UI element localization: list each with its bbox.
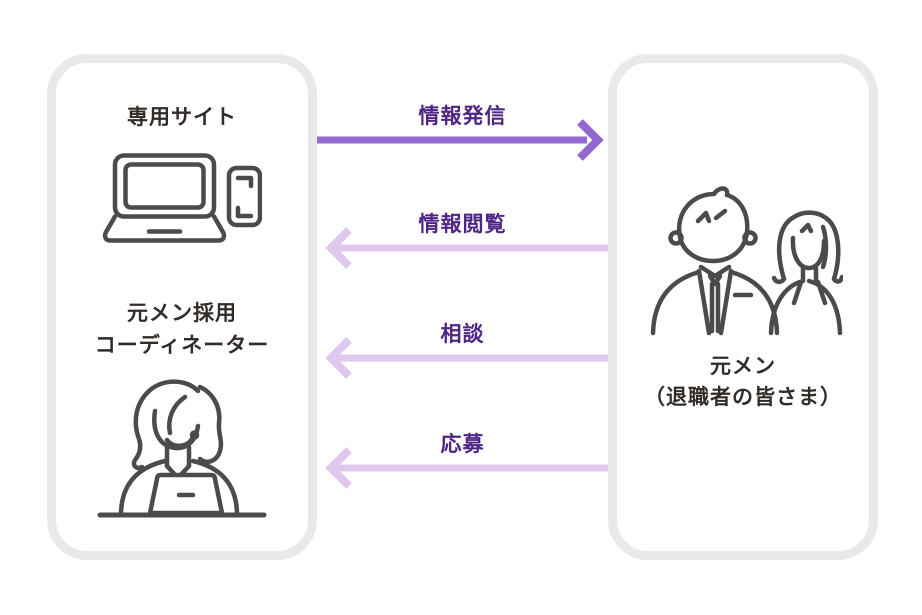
members-label-line1: 元メン: [710, 355, 776, 378]
apply-label: 応募: [440, 433, 485, 456]
laptop-phone-icon: [102, 153, 262, 243]
right-panel: 元メン （退職者の皆さま）: [608, 54, 878, 560]
consult-arrow-left-icon: [325, 337, 608, 379]
coordinator-label-line1: 元メン採用: [127, 302, 237, 325]
info-view-label: 情報閲覧: [418, 213, 507, 236]
info-send-arrow-right-icon: [317, 119, 604, 161]
coordinator-label-line2: コーディネーター: [94, 334, 270, 357]
left-panel: 専用サイト 元メン採用 コーディネーター: [47, 54, 317, 560]
man-woman-icon: [650, 186, 843, 336]
info-send-label: 情報発信: [418, 105, 507, 128]
site-label-text: 専用サイト: [127, 106, 237, 129]
coordinator-headset-icon: [97, 379, 267, 518]
site-label: 専用サイト: [56, 102, 308, 134]
members-label: 元メン （退職者の皆さま）: [617, 351, 869, 413]
apply-arrow-left-icon: [325, 447, 608, 489]
consult-label: 相談: [440, 323, 485, 346]
info-view-arrow-left-icon: [325, 227, 608, 269]
coordinator-label: 元メン採用 コーディネーター: [56, 298, 308, 362]
members-label-line2: （退職者の皆さま）: [644, 386, 842, 409]
